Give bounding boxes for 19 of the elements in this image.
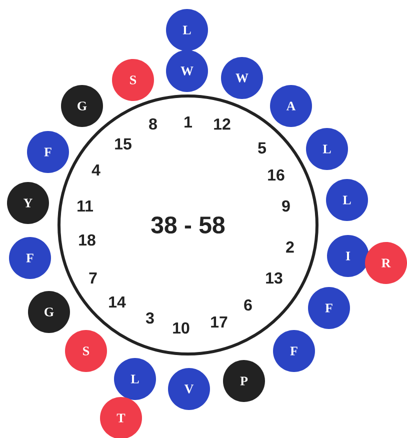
position-number: 15	[115, 138, 132, 150]
position-number: 10	[173, 322, 190, 334]
range-label: 38 - 58	[151, 216, 225, 234]
position-number: 14	[109, 296, 126, 308]
position-number: 12	[214, 118, 230, 130]
position-number: 5	[258, 142, 266, 154]
position-number: 9	[282, 200, 290, 212]
position-number: 7	[89, 272, 97, 284]
position-number: 8	[149, 118, 157, 130]
position-number: 13	[266, 272, 282, 284]
position-number: 17	[211, 316, 228, 328]
position-number: 11	[78, 200, 94, 212]
position-number: 6	[244, 299, 252, 311]
position-number: 2	[286, 241, 294, 253]
position-number: 1	[184, 116, 192, 128]
position-number: 4	[92, 164, 100, 176]
position-number: 16	[268, 169, 284, 181]
position-number: 3	[146, 312, 154, 324]
position-number: 18	[79, 234, 96, 246]
